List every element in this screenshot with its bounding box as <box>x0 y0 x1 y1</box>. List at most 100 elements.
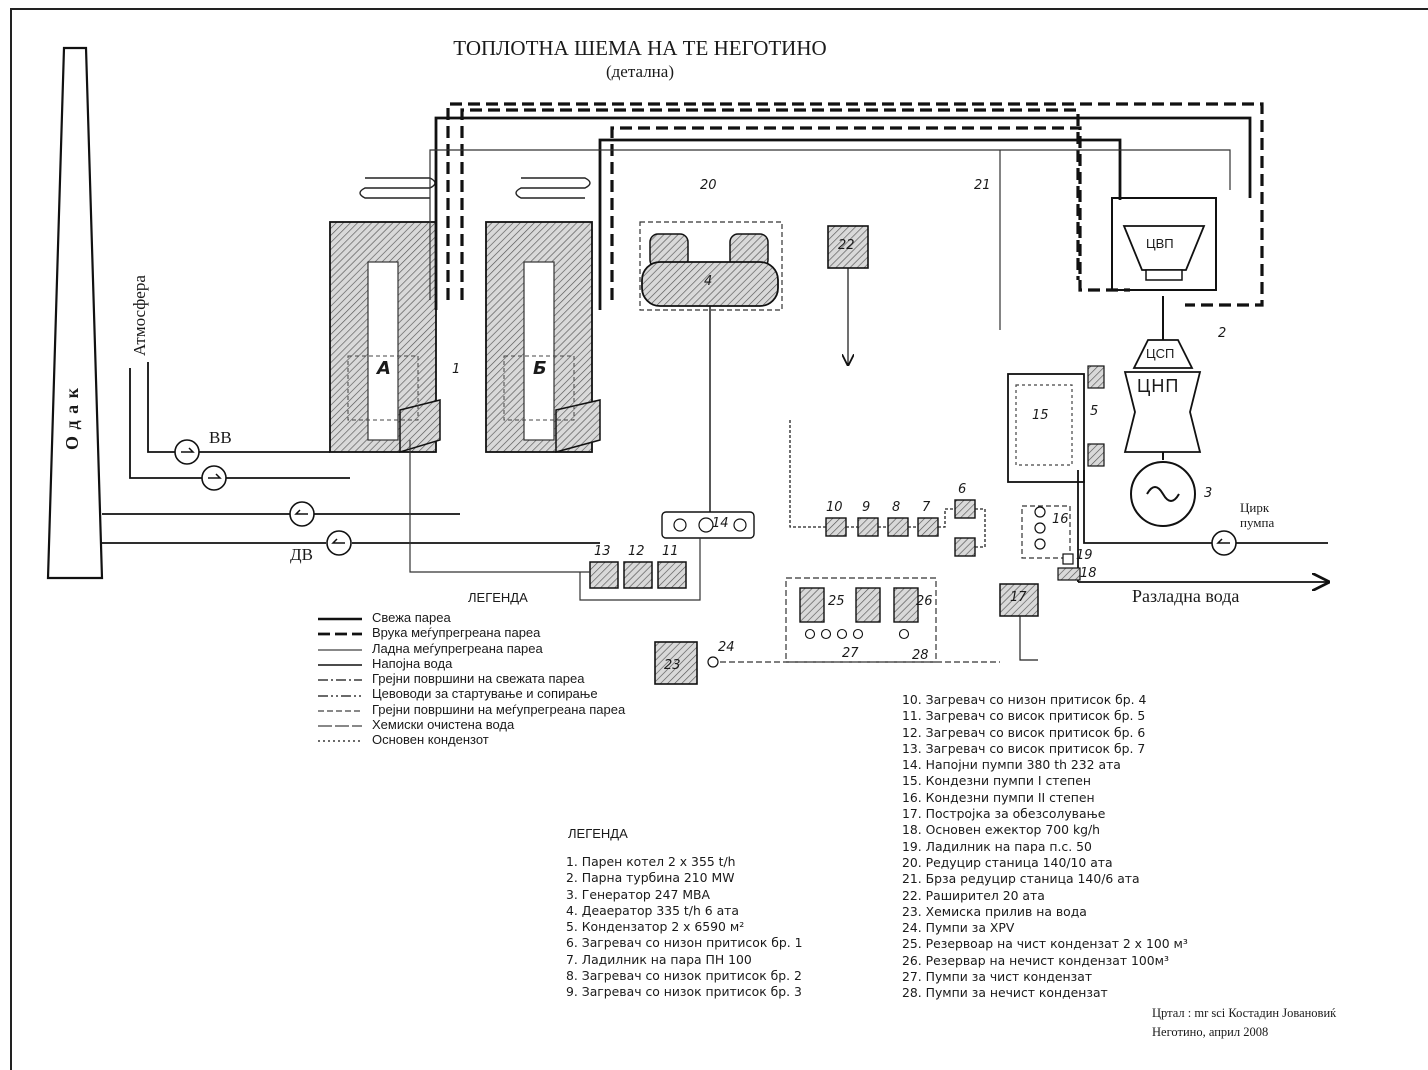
num-8: 8 <box>892 500 901 515</box>
legend-item: 12. Загревач со висок притисок бр. 6 <box>902 724 1146 740</box>
chem-water-unit <box>654 641 698 685</box>
line-legend-item: Грејни површини на меѓупрегреана пареа <box>372 701 626 717</box>
num-18: 18 <box>1080 566 1097 581</box>
legend-item: 23. Хемиска прилив на вода <box>902 903 1087 919</box>
line-legend: Свежа пареа Врука меѓупрегреана пареа Ла… <box>372 610 625 748</box>
bv-label: ВВ <box>209 428 232 447</box>
num-22: 22 <box>838 238 855 253</box>
num-4: 4 <box>704 274 713 289</box>
num-16: 16 <box>1052 512 1069 527</box>
line-legend-title: ЛЕГЕНДА <box>468 590 528 605</box>
line-legend-item: Свежа пареа <box>372 610 451 625</box>
deaerator <box>639 221 783 512</box>
diagram-title: ТОПЛОТНА ШЕМА НА ТЕ НЕГОТИНО <box>453 36 827 60</box>
chimney-label: О д а к <box>62 387 82 450</box>
num-26: 26 <box>916 594 933 609</box>
line-legend-samples <box>318 617 362 742</box>
num-20: 20 <box>700 178 717 193</box>
legend-item: 8. Загревач со низок притисок бр. 2 <box>566 968 802 984</box>
turbine-lp <box>1123 371 1202 453</box>
legend-item: 26. Резервар на нечист кондензат 100м³ <box>902 952 1169 968</box>
legend-item: 17. Постројка за обезсолување <box>902 806 1106 822</box>
legend-item: 28. Пумпи за нечист кондензат <box>902 985 1108 1001</box>
num-1: 1 <box>452 362 461 377</box>
legend-item: 25. Резервоар на чист кондензат 2 x 100 … <box>902 936 1188 952</box>
legend-item: 5. Кондензатор 2 x 6590 м² <box>566 919 745 935</box>
dv-label: ДВ <box>290 545 313 564</box>
num-14: 14 <box>712 516 729 531</box>
turbine-ip-label: ЦСП <box>1146 346 1175 361</box>
num-17: 17 <box>1010 590 1027 605</box>
cooling-water-label: Разладна вода <box>1132 586 1240 606</box>
line-legend-item: Хемиски очистена вода <box>372 717 515 733</box>
num-6: 6 <box>958 482 967 497</box>
diagram-subtitle: (детална) <box>606 62 674 81</box>
line-legend-item: Врука меѓупрегреана пареа <box>372 625 541 641</box>
line-legend-item: Основен кондензот <box>372 732 489 748</box>
lp-heaters <box>825 499 976 557</box>
legend-item: 18. Основен ежектор 700 kg/h <box>902 822 1101 838</box>
num-7: 7 <box>922 500 931 515</box>
legend-item: 24. Пумпи за XPV <box>902 920 1015 936</box>
credit-place-date: Неготино, април 2008 <box>1152 1025 1269 1039</box>
num-23: 23 <box>664 658 681 673</box>
boiler-a-label: А <box>377 358 391 379</box>
legend-item: 16. Кондезни пумпи II степен <box>902 789 1095 805</box>
legend-item: 7. Ладилник на пара ПН 100 <box>566 951 752 967</box>
legend-item: 13. Загревач со висок притисок бр. 7 <box>902 740 1146 756</box>
desalination-plant <box>999 583 1039 617</box>
condensate-tanks <box>799 587 919 623</box>
num-24: 24 <box>718 640 735 655</box>
boiler-b-label: Б <box>533 358 547 379</box>
legend-item: 11. Загревач со висок притисок бр. 5 <box>902 708 1146 724</box>
chimney <box>46 46 104 580</box>
num-2: 2 <box>1218 326 1227 341</box>
legend-item: 20. Редуцир станица 140/10 ата <box>902 854 1113 870</box>
num-27: 27 <box>842 646 859 661</box>
line-legend-item: Напојна вода <box>372 655 453 671</box>
legend-item: 1. Парен котел 2 x 355 t/h <box>566 854 736 869</box>
turbine-hp-label: ЦВП <box>1146 236 1174 251</box>
turbine-lp-label: ЦНП <box>1137 376 1180 396</box>
num-28: 28 <box>912 648 929 663</box>
num-3: 3 <box>1204 486 1213 501</box>
legend-item: 14. Напојни пумпи 380 th 232 ата <box>902 757 1121 773</box>
num-13: 13 <box>594 544 611 559</box>
num-19: 19 <box>1076 548 1093 563</box>
num-10: 10 <box>826 500 843 515</box>
num-25: 25 <box>828 594 845 609</box>
line-legend-item: Грејни површини на свежата пареа <box>372 671 585 687</box>
component-legend-left: 1. Парен котел 2 x 355 t/h 2. Парна турб… <box>566 854 803 1001</box>
component-legend-title: ЛЕГЕНДА <box>568 826 628 841</box>
legend-item: 15. Кондезни пумпи I степен <box>902 773 1091 789</box>
legend-item: 2. Парна турбина 210 MW <box>566 870 735 886</box>
credit-author: Цртал : mr sci Костадин Јовановиќ <box>1152 1006 1337 1020</box>
atmosphere-label: Атмосфера <box>130 275 149 356</box>
num-15: 15 <box>1032 408 1049 423</box>
num-11: 11 <box>662 544 679 559</box>
turbine-hp-housing <box>1111 197 1217 291</box>
component-legend-right: 10. Загревач со низон притисок бр. 4 11.… <box>902 692 1188 1002</box>
legend-item: 6. Загревач со низон притисок бр. 1 <box>566 935 803 951</box>
credit: Цртал : mr sci Костадин Јовановиќ Неготи… <box>1152 1004 1336 1042</box>
line-legend-item: Цевоводи за стартување и сопирање <box>372 686 598 702</box>
num-9: 9 <box>862 500 871 515</box>
legend-item: 21. Брза редуцир станица 140/6 ата <box>902 871 1140 887</box>
line-legend-item: Ладна меѓупрегреана пареа <box>372 640 543 656</box>
legend-item: 4. Деаератор 335 t/h 6 ата <box>566 902 739 918</box>
boiler-b <box>485 221 601 453</box>
legend-item: 3. Генератор 247 MBA <box>566 886 710 902</box>
num-5: 5 <box>1090 404 1099 419</box>
legend-item: 9. Загревач со низок притисок бр. 3 <box>566 984 802 1000</box>
legend-item: 19. Ладилник на пара п.с. 50 <box>902 838 1092 854</box>
condenser <box>1007 373 1085 483</box>
hp-heaters <box>589 561 687 589</box>
turbine-ip <box>1132 339 1194 369</box>
page-frame <box>10 8 1428 1070</box>
legend-item: 22. Раширител 20 ата <box>902 887 1045 903</box>
expander <box>827 225 869 269</box>
legend-item: 10. Загревач со низон притисок бр. 4 <box>902 692 1147 707</box>
num-12: 12 <box>628 544 645 559</box>
legend-item: 27. Пумпи за чист кондензат <box>902 969 1093 985</box>
